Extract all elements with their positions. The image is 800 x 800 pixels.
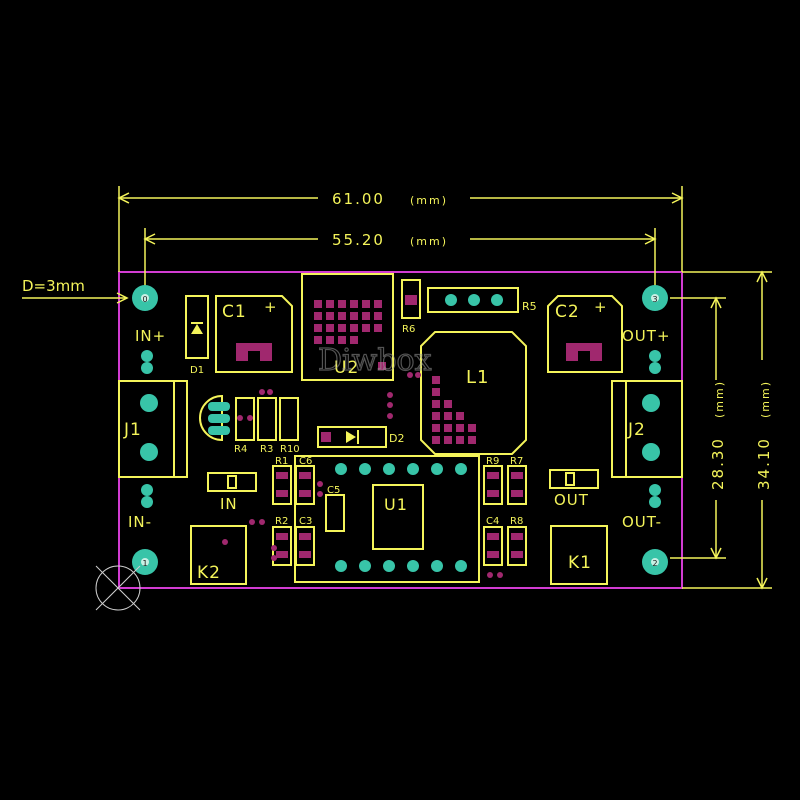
c2-capacitor: [547, 295, 623, 373]
k1-button: [550, 525, 608, 585]
c1-label: C1: [222, 302, 247, 322]
hole-number: 1: [142, 559, 147, 568]
dimension-height-outer-unit: (mm): [759, 380, 772, 418]
j1-terminal-block: [118, 380, 188, 478]
hole-number: 0: [142, 295, 147, 304]
k1-label: K1: [568, 553, 592, 573]
mounting-hole-bottom-right: 2: [642, 549, 668, 575]
d1-diode: [185, 295, 209, 359]
dimension-width-inner-unit: (mm): [410, 235, 448, 248]
mounting-hole-bottom-left: 1: [132, 549, 158, 575]
u2-label: U2: [334, 358, 359, 378]
in-terminal-pads: [141, 350, 153, 508]
r5-potentiometer: [427, 287, 519, 313]
dimension-height-inner: [670, 296, 726, 560]
r4-label: R4: [234, 444, 247, 455]
k2-label: K2: [197, 563, 221, 583]
r9-label: R9: [486, 456, 499, 467]
c3-label: C3: [299, 516, 312, 527]
c2-polarity: +: [594, 298, 608, 316]
q-transistor: [199, 394, 230, 442]
d2-diode: [317, 426, 387, 448]
out-minus-label: OUT-: [622, 513, 662, 531]
in-led-label: IN: [220, 495, 238, 513]
origin-marker-icon: [95, 565, 141, 611]
j1-label: J1: [123, 420, 142, 440]
l1-inductor: [420, 331, 527, 455]
r2-label: R2: [275, 516, 288, 527]
r6-resistor: [401, 279, 421, 319]
hole-number: 2: [652, 559, 657, 568]
small-passives-right: [483, 465, 527, 566]
dimension-width-outer-value: 61.00: [332, 190, 385, 208]
dimension-height-inner-value: 28.30: [709, 437, 727, 490]
dimension-height-outer-value: 34.10: [755, 437, 773, 490]
small-passives-left-pads: [249, 472, 323, 561]
d1-label: D1: [190, 365, 204, 376]
resistors-r4-r3-r10: [235, 397, 299, 441]
j2-label: J2: [627, 420, 646, 440]
dimension-width-outer: [117, 186, 684, 272]
mounting-hole-top-right: 3: [642, 285, 668, 311]
r5-label: R5: [522, 300, 537, 313]
dimension-width-inner: [143, 228, 657, 290]
l1-label: L1: [466, 367, 489, 388]
out-terminal-pads: [649, 350, 661, 508]
dimension-width-outer-unit: (mm): [410, 194, 448, 207]
in-led: [207, 472, 257, 492]
small-passives-right-pads: [487, 472, 523, 578]
out-plus-label: OUT+: [622, 327, 671, 345]
dimension-height-outer: [682, 270, 772, 590]
c6-label: C6: [299, 456, 312, 467]
resistor-pads: [237, 389, 273, 421]
r6-label: R6: [402, 324, 415, 335]
r7-label: R7: [510, 456, 523, 467]
hole-diameter-arrow: [22, 292, 129, 304]
c1-capacitor: [215, 295, 293, 373]
in-plus-label: IN+: [135, 327, 166, 345]
hole-number: 3: [652, 295, 657, 304]
j2-terminal-block: [611, 380, 683, 478]
in-minus-label: IN-: [128, 513, 152, 531]
out-led: [549, 469, 599, 489]
dimension-width-inner-value: 55.20: [332, 231, 385, 249]
k2-button: [190, 525, 247, 585]
r1-label: R1: [275, 456, 288, 467]
dimension-height-inner-unit: (mm): [713, 380, 726, 418]
vias-center: [387, 372, 421, 419]
u1-controller: [294, 455, 480, 583]
out-led-label: OUT: [554, 491, 589, 509]
d2-label: D2: [389, 432, 404, 445]
c2-label: C2: [555, 302, 580, 322]
u1-label: U1: [384, 495, 408, 514]
c5-label: C5: [327, 485, 340, 496]
mounting-hole-top-left: 0: [132, 285, 158, 311]
c1-polarity: +: [264, 298, 278, 316]
hole-diameter-note: D=3mm: [22, 277, 85, 295]
r8-label: R8: [510, 516, 523, 527]
watermark: Diwbox: [318, 343, 432, 378]
c4-label: C4: [486, 516, 499, 527]
r3-label: R3: [260, 444, 273, 455]
r10-label: R10: [280, 444, 300, 455]
u2-regulator: [301, 273, 394, 381]
